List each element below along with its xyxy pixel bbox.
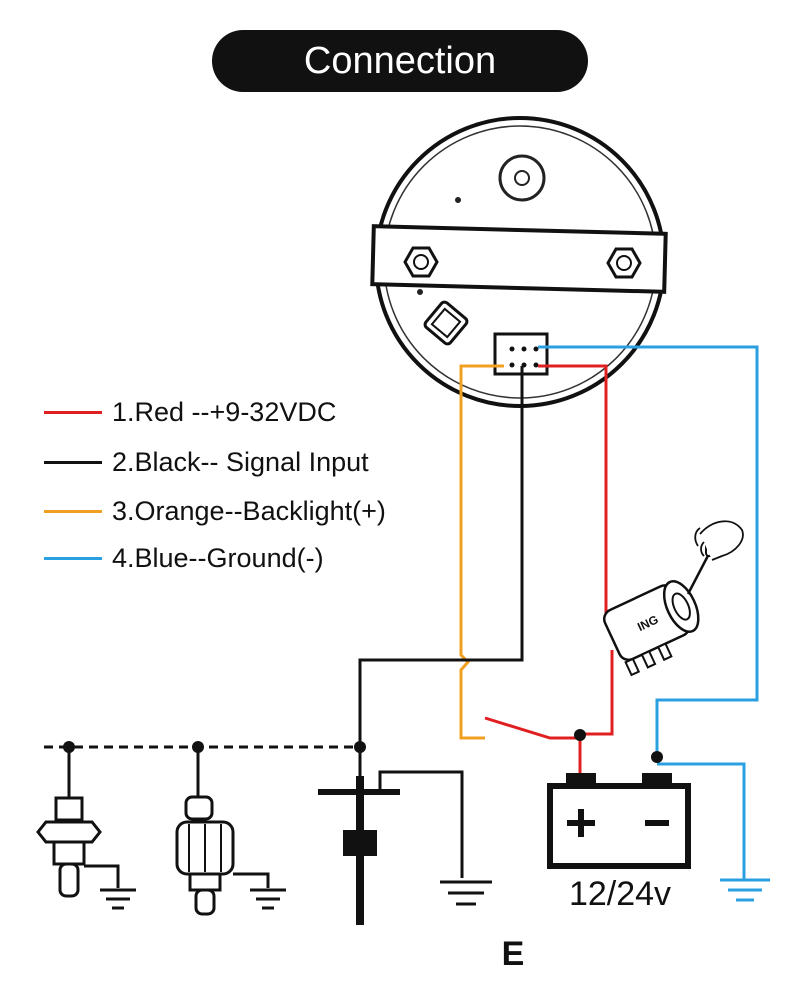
blue-ground-symbol-icon xyxy=(720,878,770,902)
orange-wire-swatch xyxy=(44,509,102,513)
gauge-back xyxy=(370,116,668,408)
legend-label: 3.Orange--Backlight(+) xyxy=(112,495,386,526)
orange-wire xyxy=(459,364,504,740)
red-switch-wire xyxy=(484,716,580,740)
temperature-sensor-icon xyxy=(36,796,120,898)
legend-item-blue: 4.Blue--Ground(-) xyxy=(44,538,444,578)
battery-voltage-label: 12/24v xyxy=(569,875,671,913)
hex-nut-right xyxy=(606,247,642,279)
bottom-label: E xyxy=(502,935,525,973)
black-signal-wire xyxy=(358,366,524,776)
legend-label: 2.Black-- Signal Input xyxy=(112,446,369,477)
black-wire-swatch xyxy=(44,460,102,464)
battery-icon xyxy=(547,773,691,869)
fuel-sender-icon xyxy=(318,770,464,925)
hex-nut-left xyxy=(403,246,439,278)
red-ignition-wire xyxy=(580,650,614,736)
pressure-sensor-icon xyxy=(175,795,270,916)
legend-item-red: 1.Red --+9-32VDC xyxy=(44,392,444,432)
legend-label: 4.Blue--Ground(-) xyxy=(112,542,324,573)
ignition-switch-icon: ING xyxy=(602,520,744,677)
bulb-socket xyxy=(423,300,469,346)
blue-wire xyxy=(538,345,759,757)
title-text: Connection xyxy=(303,39,497,82)
red-wire-swatch xyxy=(44,410,102,414)
title-banner: Connection xyxy=(212,30,588,92)
legend-item-black: 2.Black-- Signal Input xyxy=(44,442,444,482)
legend-label: 1.Red --+9-32VDC xyxy=(112,396,337,427)
blue-wire-swatch xyxy=(44,556,102,560)
ground-symbol-icon xyxy=(250,888,286,910)
ground-symbol-icon xyxy=(100,888,136,910)
ground-symbol-icon xyxy=(440,880,492,906)
blue-ground-wire xyxy=(657,762,746,880)
legend-item-orange: 3.Orange--Backlight(+) xyxy=(44,491,444,531)
red-wire xyxy=(538,364,608,615)
